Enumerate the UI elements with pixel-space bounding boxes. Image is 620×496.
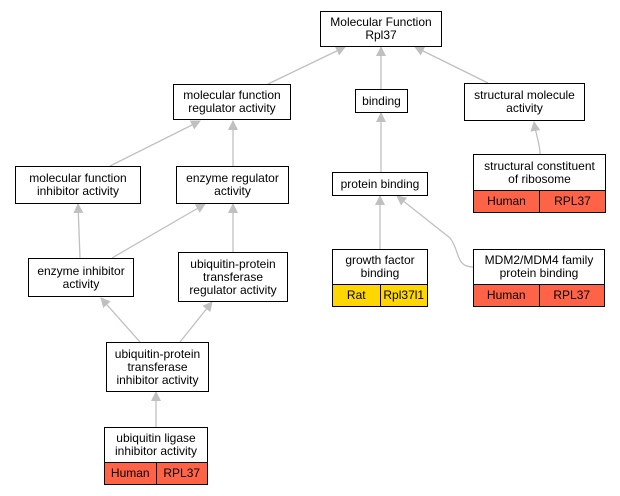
edge-enzyme-inhibitor-to-mf-inhibitor [73, 203, 84, 259]
edge-structural-molecule-to-root [414, 46, 489, 84]
node-structural-molecule-activity: structural molecule activity [464, 83, 585, 121]
edge-mf-inhibitor-to-mf-regulator [109, 120, 201, 167]
edge-ubiq-transferase-inh-to-ubiq-transferase-reg [179, 301, 213, 343]
node-label: ubiquitin ligase inhibitor activity [114, 431, 198, 458]
node-label: molecular function regulator activity [183, 88, 281, 115]
gene-label: RPL37 [155, 463, 208, 484]
node-ubiquitin-protein-transferase-regulator-activity: ubiquitin-protein transferase regulator … [178, 252, 288, 302]
node-label: molecular function inhibitor activity [29, 171, 127, 198]
node-label: structural molecule activity [474, 88, 575, 115]
node-protein-binding: protein binding [332, 172, 428, 196]
node-label: protein binding [340, 176, 420, 191]
node-label: enzyme inhibitor activity [37, 263, 125, 291]
node-label: MDM2/MDM4 family protein binding [484, 253, 594, 280]
node-ubiquitin-ligase-inhibitor-activity: ubiquitin ligase inhibitor activity Huma… [104, 427, 208, 485]
edge-structural-ribosome-to-structural-molecule [530, 121, 541, 155]
node-molecular-function-inhibitor-activity: molecular function inhibitor activity [15, 166, 141, 204]
node-molecular-function-regulator-activity: molecular function regulator activity [173, 84, 291, 120]
edge-mdm2-to-protein-binding [396, 195, 474, 268]
node-label: growth factor binding [345, 253, 415, 280]
species-label: Human [110, 466, 150, 480]
node-enzyme-regulator-activity: enzyme regulator activity [176, 166, 289, 204]
gene-label: RPL37 [539, 191, 605, 212]
gene-label: RPL37 [538, 285, 605, 306]
species-label: Human [486, 288, 526, 302]
node-structural-constituent-of-ribosome: structural constituent of ribosome Human… [473, 154, 606, 213]
annotation-row: Rat Rpl37l1 [333, 284, 427, 306]
node-label: ubiquitin-protein transferase inhibitor … [114, 346, 201, 387]
node-label: enzyme regulator activity [186, 171, 279, 198]
node-label: structural constituent of ribosome [484, 158, 595, 186]
edge-enzyme-inhibitor-to-enzyme-regulator [111, 203, 206, 259]
species-label: Human [487, 194, 526, 208]
node-label: ubiquitin-protein transferase regulator … [189, 256, 277, 297]
species-label: Rat [346, 288, 366, 302]
node-label: Molecular Function Rpl37 [330, 15, 432, 42]
annotation-row: Human RPL37 [474, 284, 604, 306]
node-growth-factor-binding: growth factor binding Rat Rpl37l1 [332, 249, 428, 307]
edge-ubiq-transferase-inh-to-enzyme-inhibitor [100, 297, 141, 343]
gene-label: Rpl37l1 [379, 285, 428, 306]
node-label: binding [362, 93, 401, 108]
node-ubiquitin-protein-transferase-inhibitor-activity: ubiquitin-protein transferase inhibitor … [106, 342, 209, 392]
annotation-row: Human RPL37 [474, 190, 605, 212]
node-enzyme-inhibitor-activity: enzyme inhibitor activity [28, 258, 134, 297]
node-mdm2-mdm4-family-protein-binding: MDM2/MDM4 family protein binding Human R… [473, 249, 605, 307]
node-molecular-function-root: Molecular Function Rpl37 [320, 11, 442, 47]
annotation-row: Human RPL37 [105, 462, 207, 484]
node-binding: binding [355, 89, 408, 113]
edge-mf-regulator-to-root [267, 46, 346, 85]
